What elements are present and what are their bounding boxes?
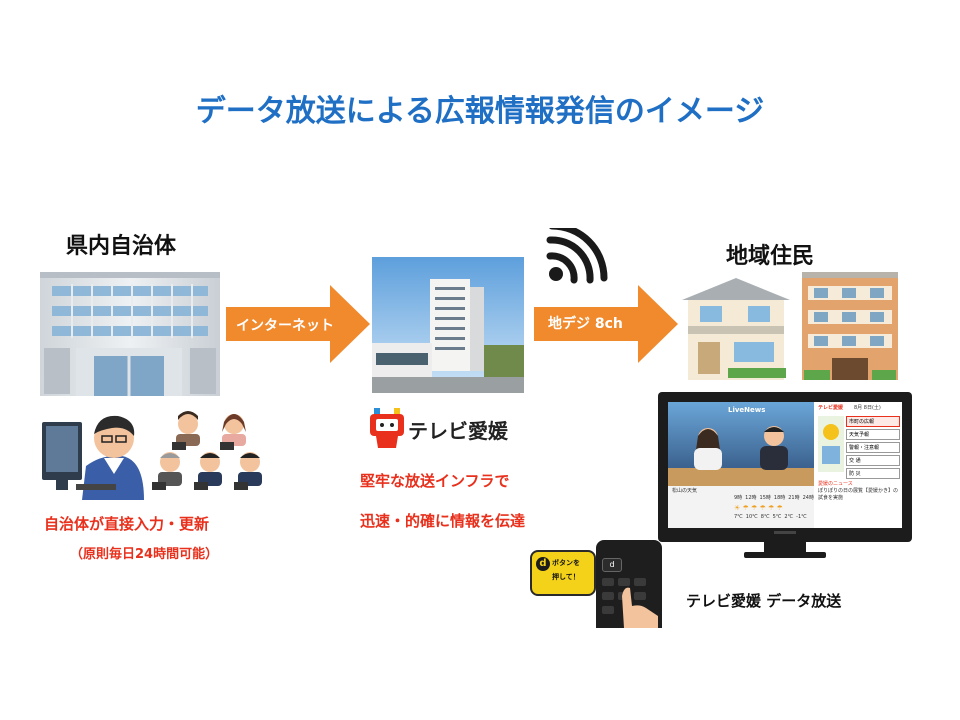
remote-control: d [596,540,662,628]
remote-buttons-icon [602,578,658,628]
tv-stand-base [744,552,826,558]
broadcaster-caption-line2: 迅速・的確に情報を伝達 [360,512,526,530]
staff-group-icon [152,411,262,490]
internet-arrow-label: インターネット [236,318,334,334]
office-worker-icon [42,415,144,500]
data-menu-panel: テレビ愛媛 8月 8日(土) 市町の広報 天気予報 警報・注意報 交 通 防 災… [816,402,902,528]
broadcast-date: 8月 8日(土) [854,405,881,411]
tv-stand-neck [764,542,806,552]
weather-temp: 8℃ [760,514,770,520]
weather-header: 松山の天気 [672,488,698,494]
municipality-caption-sub: （原則毎日24時間可能） [70,547,219,562]
channel-logo: テレビ愛媛 [818,405,844,411]
menu-item-weather[interactable]: 天気予報 [846,429,900,440]
municipality-label: 県内自治体 [66,234,177,259]
news-video: LiveNews [668,402,814,486]
weather-hour: 21時 [788,495,800,501]
weather-hour: 24時 [802,495,814,501]
residents-label: 地域住民 [726,244,815,269]
live-news-label: LiveNews [728,406,766,414]
broadcast-wave-icon [546,228,608,284]
news-header: 愛媛のニュース [818,481,853,487]
remote-d-button[interactable]: d [602,558,622,572]
weather-temp: 2℃ [784,514,794,520]
weather-panel: 松山の天気 9時 12時 15時 18時 21時 24時 ☀ ☂ ☂ ☂ ☂ ☂… [668,486,814,528]
weather-hour: 18時 [773,495,786,501]
internet-arrow [226,285,370,363]
tv-ehime-mascot-icon [370,408,404,448]
weather-temp: 10℃ [745,514,758,520]
news-anchors-icon [668,426,814,486]
weather-hour: 15時 [759,495,771,501]
weather-hour: 9時 [734,495,743,501]
tv-power-led [774,531,796,534]
weather-temp: 7℃ [734,514,743,520]
badge-line1: ボタンを [552,559,580,567]
d-key-icon: d [536,557,550,571]
news-text: ぽりぽりの日の展覧【愛媛かき】の試食を実施 [818,488,899,501]
weather-icons: ☀ ☂ ☂ ☂ ☂ ☂ [734,504,783,512]
illustration-icon [818,416,844,472]
tv-ehime-logo-text: テレビ愛媛 [408,419,508,443]
menu-item-disaster[interactable]: 防 災 [846,468,900,479]
badge-line2: 押して！ [552,573,580,581]
menu-item-warnings[interactable]: 警報・注意報 [846,442,900,453]
page-title: データ放送による広報情報発信のイメージ [195,94,765,129]
menu-item-traffic[interactable]: 交 通 [846,455,900,466]
broadcast-arrow-label: 地デジ 8ch [548,316,623,332]
broadcaster-building-photo [372,257,524,393]
weather-hour: 12時 [745,495,757,501]
tv-frame: LiveNews 松山の天気 9時 12時 15時 18時 21時 24時 ☀ … [658,392,912,542]
menu-item-city-pr[interactable]: 市町の広報 [846,416,900,427]
tv-caption: テレビ愛媛 データ放送 [686,592,842,610]
broadcaster-caption-line1: 堅牢な放送インフラで [360,472,510,490]
weather-temp: 5℃ [772,514,782,520]
tv-screen: LiveNews 松山の天気 9時 12時 15時 18時 21時 24時 ☀ … [668,402,902,528]
broadcast-arrow [534,285,678,363]
residents-houses-icon [682,272,898,380]
d-button-badge: d ボタンを 押して！ [530,550,596,596]
municipality-caption-main: 自治体が直接入力・更新 [44,515,210,533]
weather-temp: -1℃ [796,514,807,520]
municipal-building-icon [40,272,220,396]
